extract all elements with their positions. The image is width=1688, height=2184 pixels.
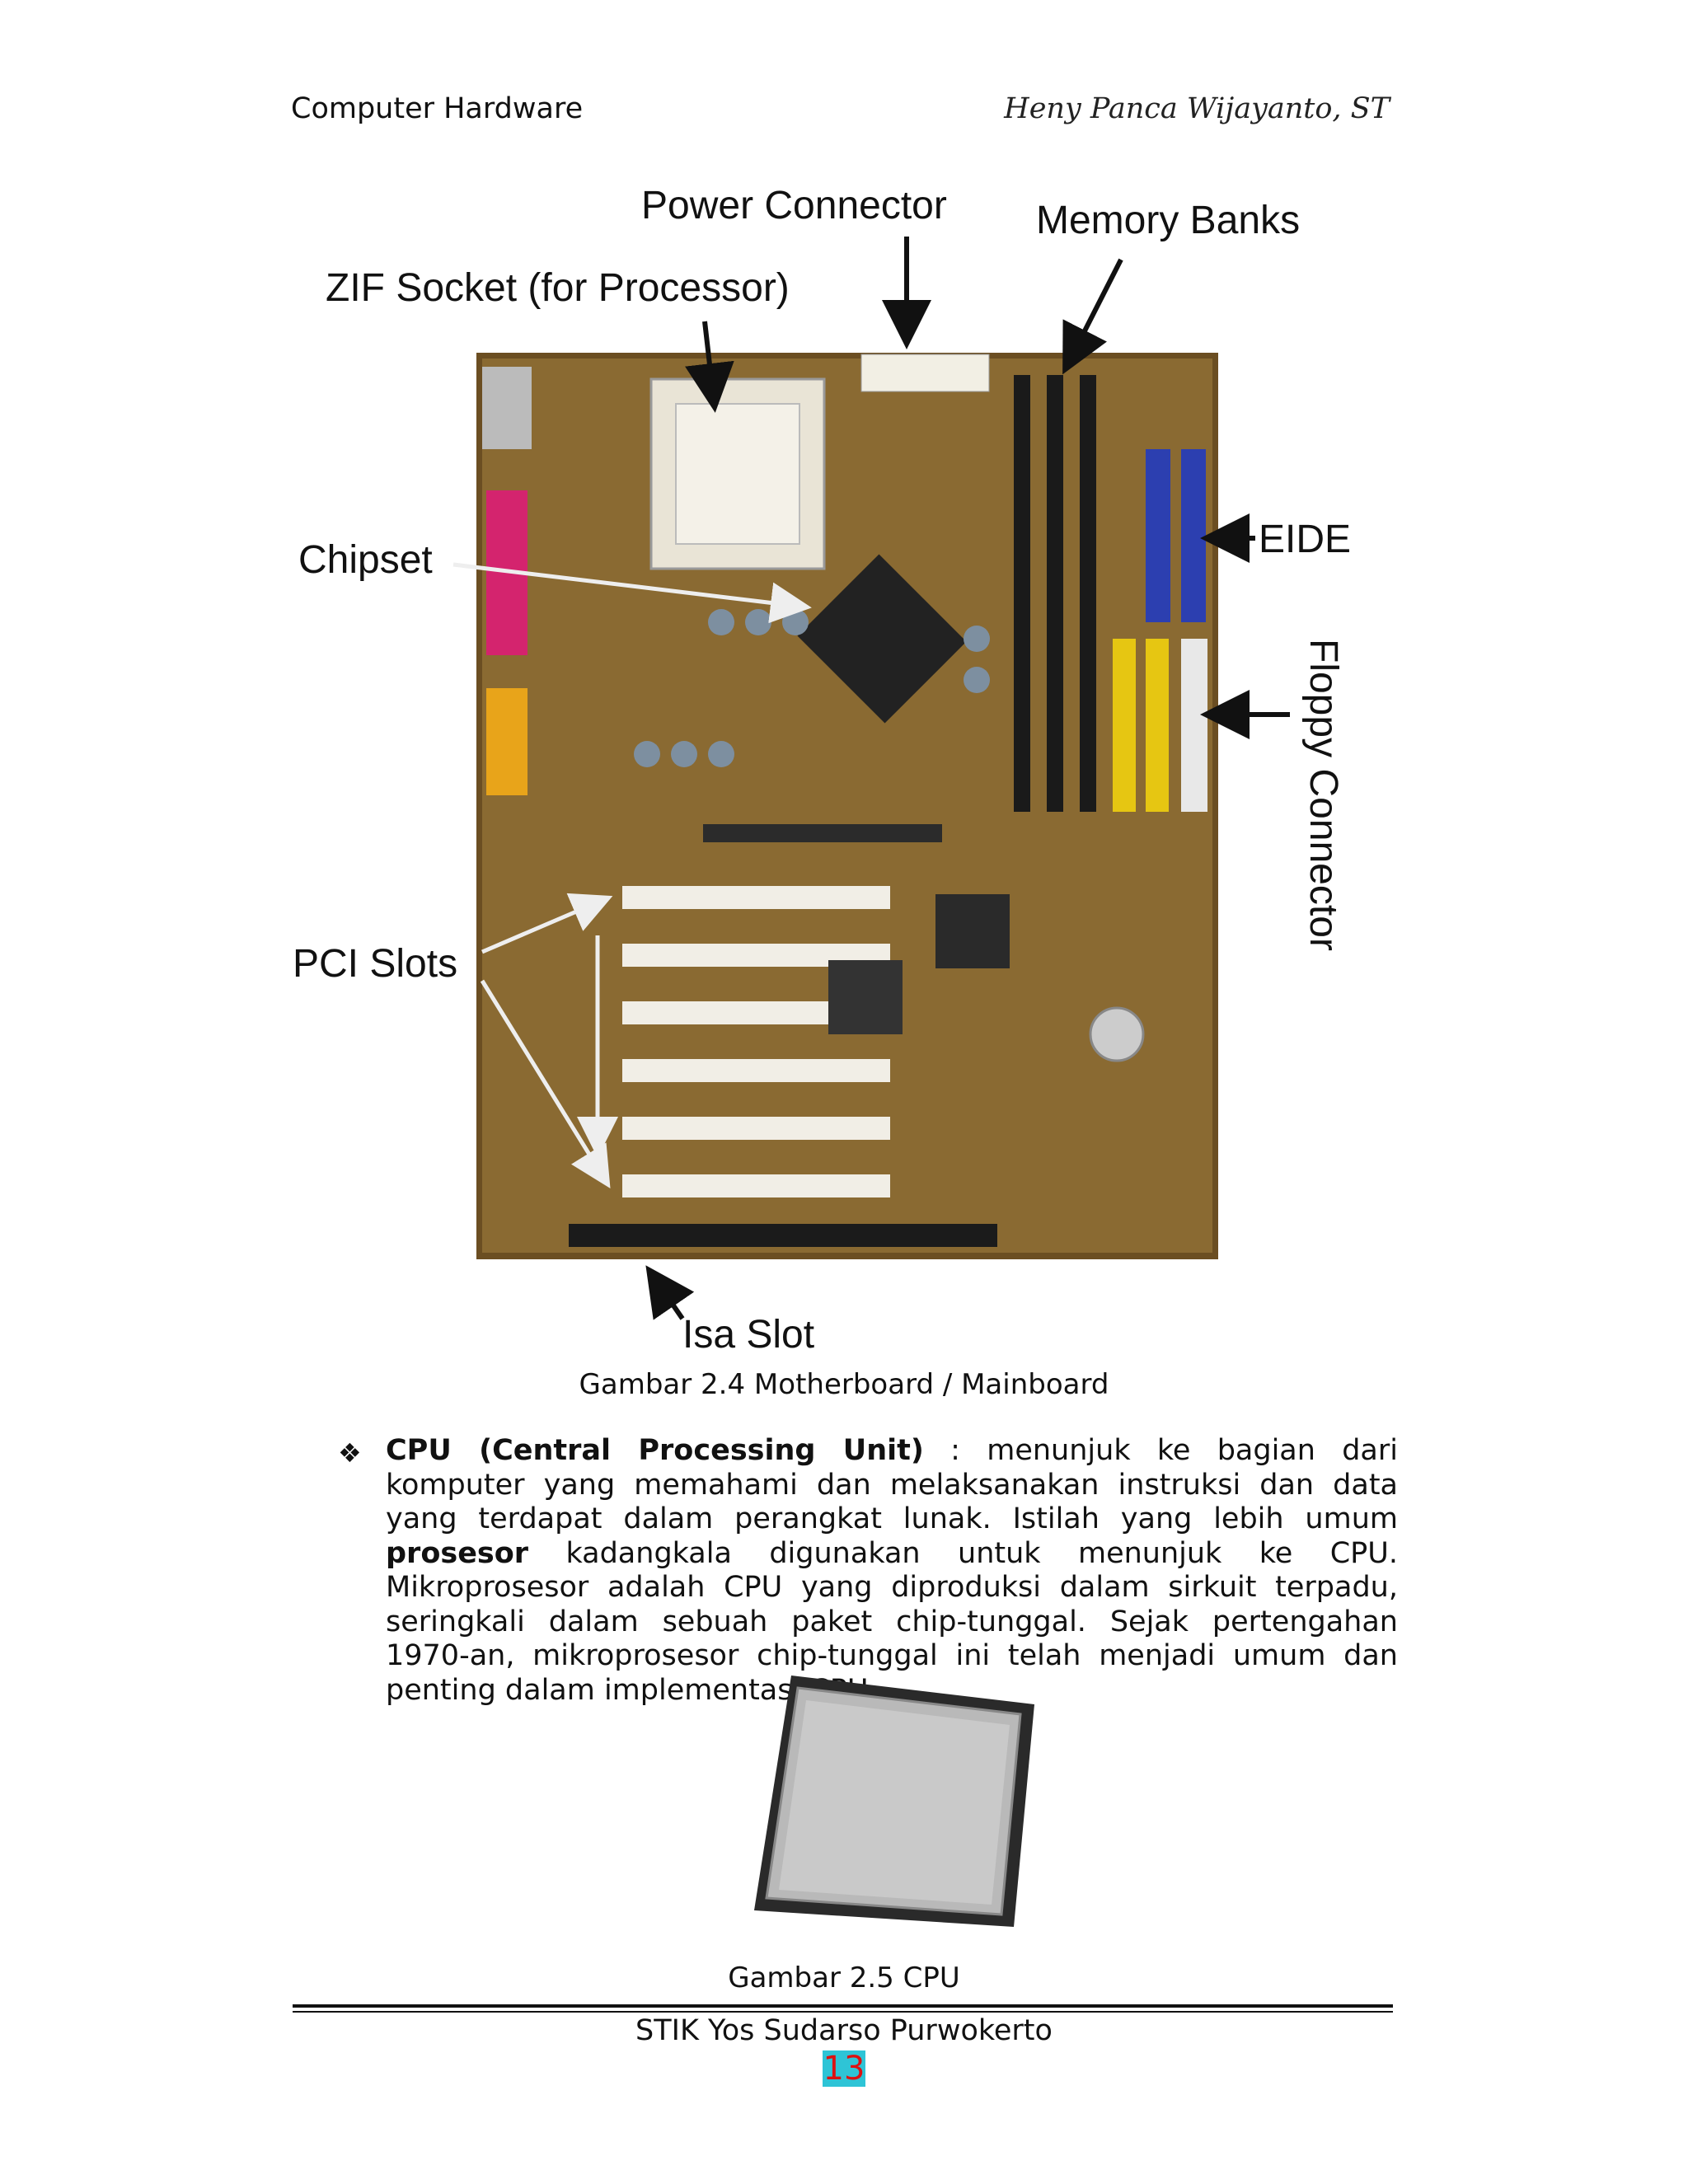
label-isa-slot: Isa Slot	[682, 1313, 814, 1357]
bullet-icon: ❖	[338, 1437, 362, 1469]
label-power-connector: Power Connector	[641, 184, 947, 227]
page-number: 13	[823, 2050, 865, 2088]
figure-caption-motherboard: Gambar 2.4 Motherboard / Mainboard	[579, 1368, 1109, 1401]
term-cpu: CPU (Central Processing Unit)	[386, 1434, 924, 1467]
label-chipset: Chipset	[298, 538, 433, 582]
footer-rule-thin	[293, 2011, 1393, 2013]
label-pci-slots: PCI Slots	[293, 942, 457, 986]
motherboard-photo	[476, 353, 1218, 1259]
label-floppy-connector: Floppy Connector	[1301, 639, 1345, 951]
motherboard-figure: Power Connector Memory Banks ZIF Socket …	[284, 177, 1381, 1364]
cpu-figure	[742, 1671, 1039, 1935]
label-zif-socket: ZIF Socket (for Processor)	[326, 266, 790, 310]
header-author: Heny Panca Wijayanto, ST	[1004, 92, 1390, 125]
figure-caption-cpu: Gambar 2.5 CPU	[728, 1961, 960, 1994]
footer-institution: STIK Yos Sudarso Purwokerto	[635, 2014, 1053, 2047]
header-title: Computer Hardware	[291, 92, 584, 125]
footer-rule	[293, 2004, 1393, 2008]
label-eide: EIDE	[1259, 518, 1351, 561]
paragraph-text-1: : menunjuk ke bagian dari komputer yang …	[386, 1434, 1398, 1535]
cpu-paragraph: CPU (Central Processing Unit) : menunjuk…	[386, 1434, 1398, 1708]
term-prosesor: prosesor	[386, 1536, 529, 1570]
label-memory-banks: Memory Banks	[1036, 199, 1300, 242]
